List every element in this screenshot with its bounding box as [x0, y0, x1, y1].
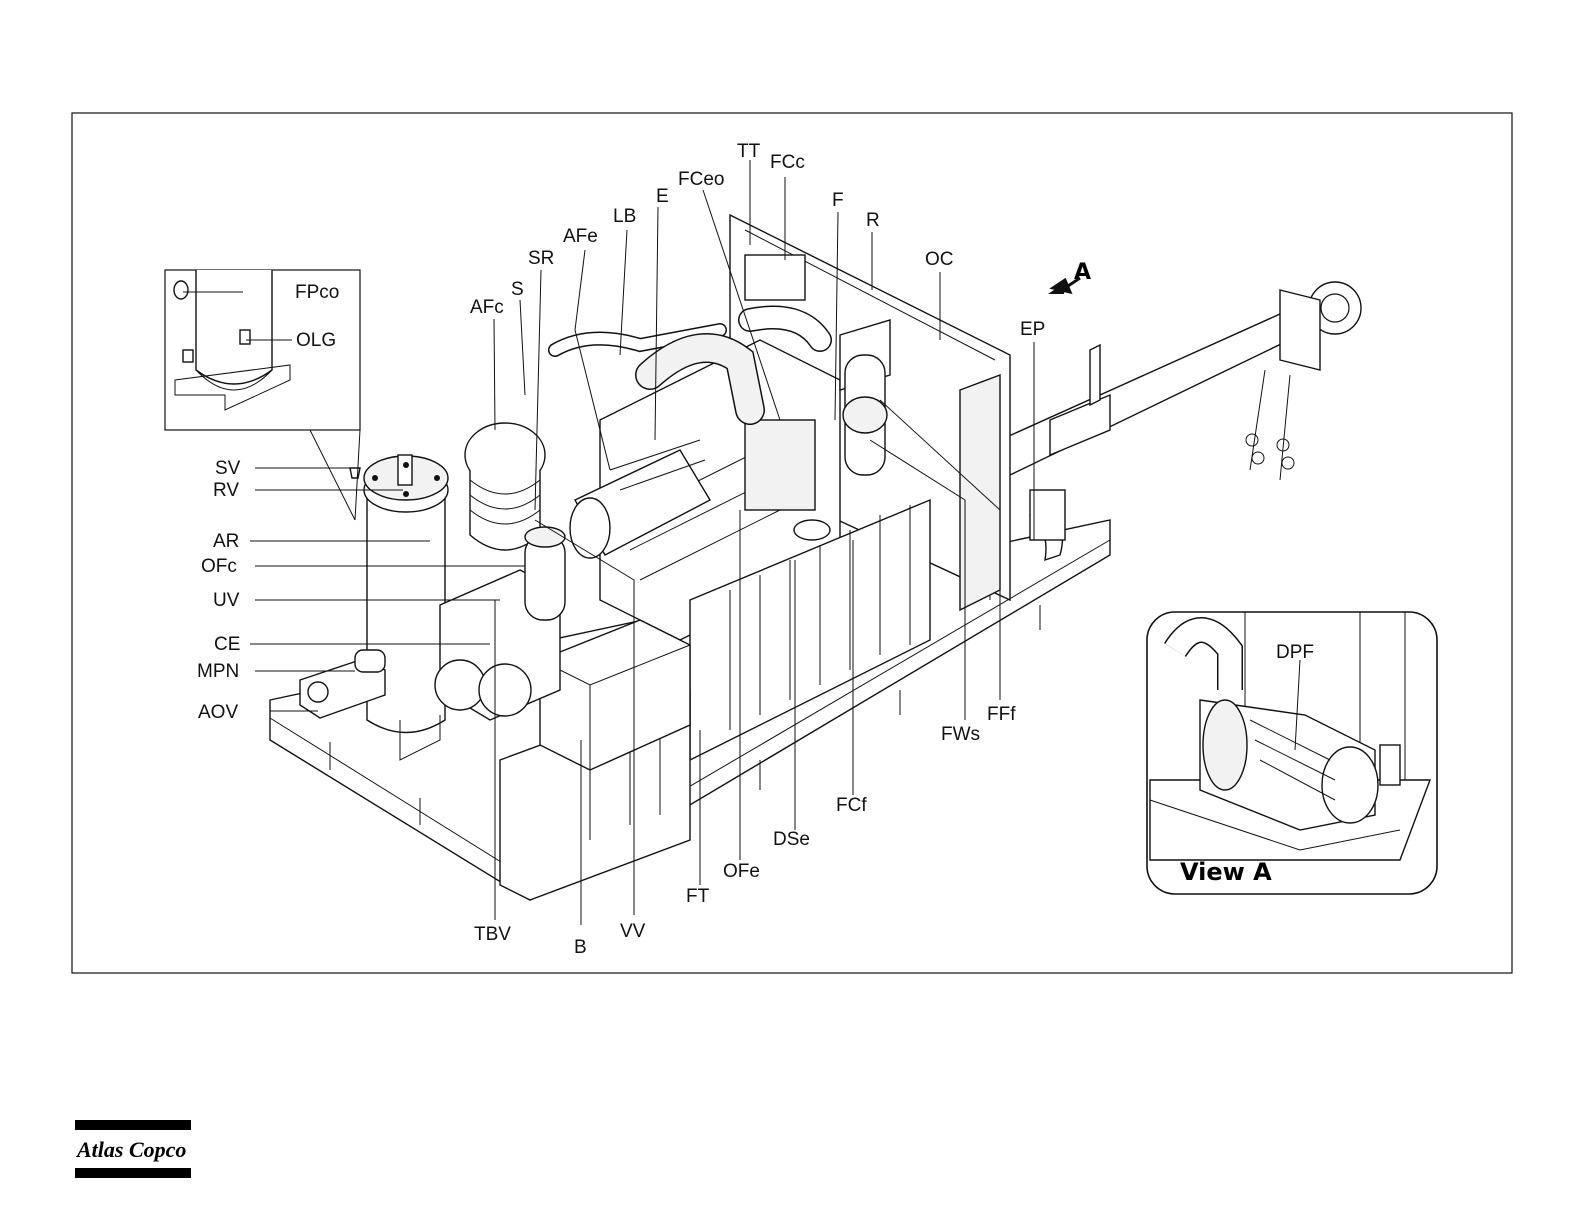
- label-S: S: [511, 279, 524, 300]
- label-OFe: OFe: [723, 861, 760, 882]
- label-FPco: FPco: [295, 282, 339, 303]
- label-VV: VV: [620, 921, 646, 942]
- label-F: F: [832, 190, 844, 211]
- fuel-filler-cap: [794, 520, 830, 540]
- inset-view-title: View A: [1180, 858, 1272, 886]
- label-AR: AR: [213, 531, 239, 552]
- label-FWs: FWs: [941, 724, 980, 745]
- label-E: E: [656, 186, 669, 207]
- inset-view-a: View A DPF: [1147, 612, 1437, 894]
- label-MPN: MPN: [197, 661, 239, 682]
- label-OC: OC: [925, 249, 954, 270]
- view-arrow-label: A: [1074, 260, 1091, 285]
- inset-oil-level: [165, 270, 360, 520]
- towbar: [1000, 305, 1310, 475]
- label-LB: LB: [613, 206, 636, 227]
- fuel-pump-unit: [745, 255, 805, 300]
- label-TT: TT: [737, 141, 761, 162]
- label-DPF: DPF: [1276, 642, 1314, 663]
- oil-filter-compressor: [525, 535, 565, 620]
- label-R: R: [866, 210, 880, 231]
- label-OLG: OLG: [296, 330, 336, 351]
- label-FCf: FCf: [836, 795, 867, 816]
- label-AOV: AOV: [198, 702, 238, 723]
- label-FCc: FCc: [770, 152, 805, 173]
- label-UV: UV: [213, 590, 240, 611]
- label-TBV: TBV: [474, 924, 511, 945]
- label-FCeo: FCeo: [678, 169, 724, 190]
- label-EP: EP: [1020, 319, 1045, 340]
- atlas-copco-logo: Atlas Copco: [75, 1120, 191, 1178]
- label-AFe: AFe: [563, 226, 598, 247]
- label-CE: CE: [214, 634, 240, 655]
- label-OFc: OFc: [201, 556, 237, 577]
- label-SR: SR: [528, 248, 554, 269]
- label-FT: FT: [686, 886, 710, 907]
- label-FFf: FFf: [987, 704, 1016, 725]
- logo-text: Atlas Copco: [75, 1137, 186, 1162]
- label-B: B: [574, 937, 587, 958]
- label-DSe: DSe: [773, 829, 810, 850]
- label-RV: RV: [213, 480, 239, 501]
- label-AFc: AFc: [470, 297, 504, 318]
- label-SV: SV: [215, 458, 241, 479]
- view-a-arrow: A: [1048, 260, 1091, 294]
